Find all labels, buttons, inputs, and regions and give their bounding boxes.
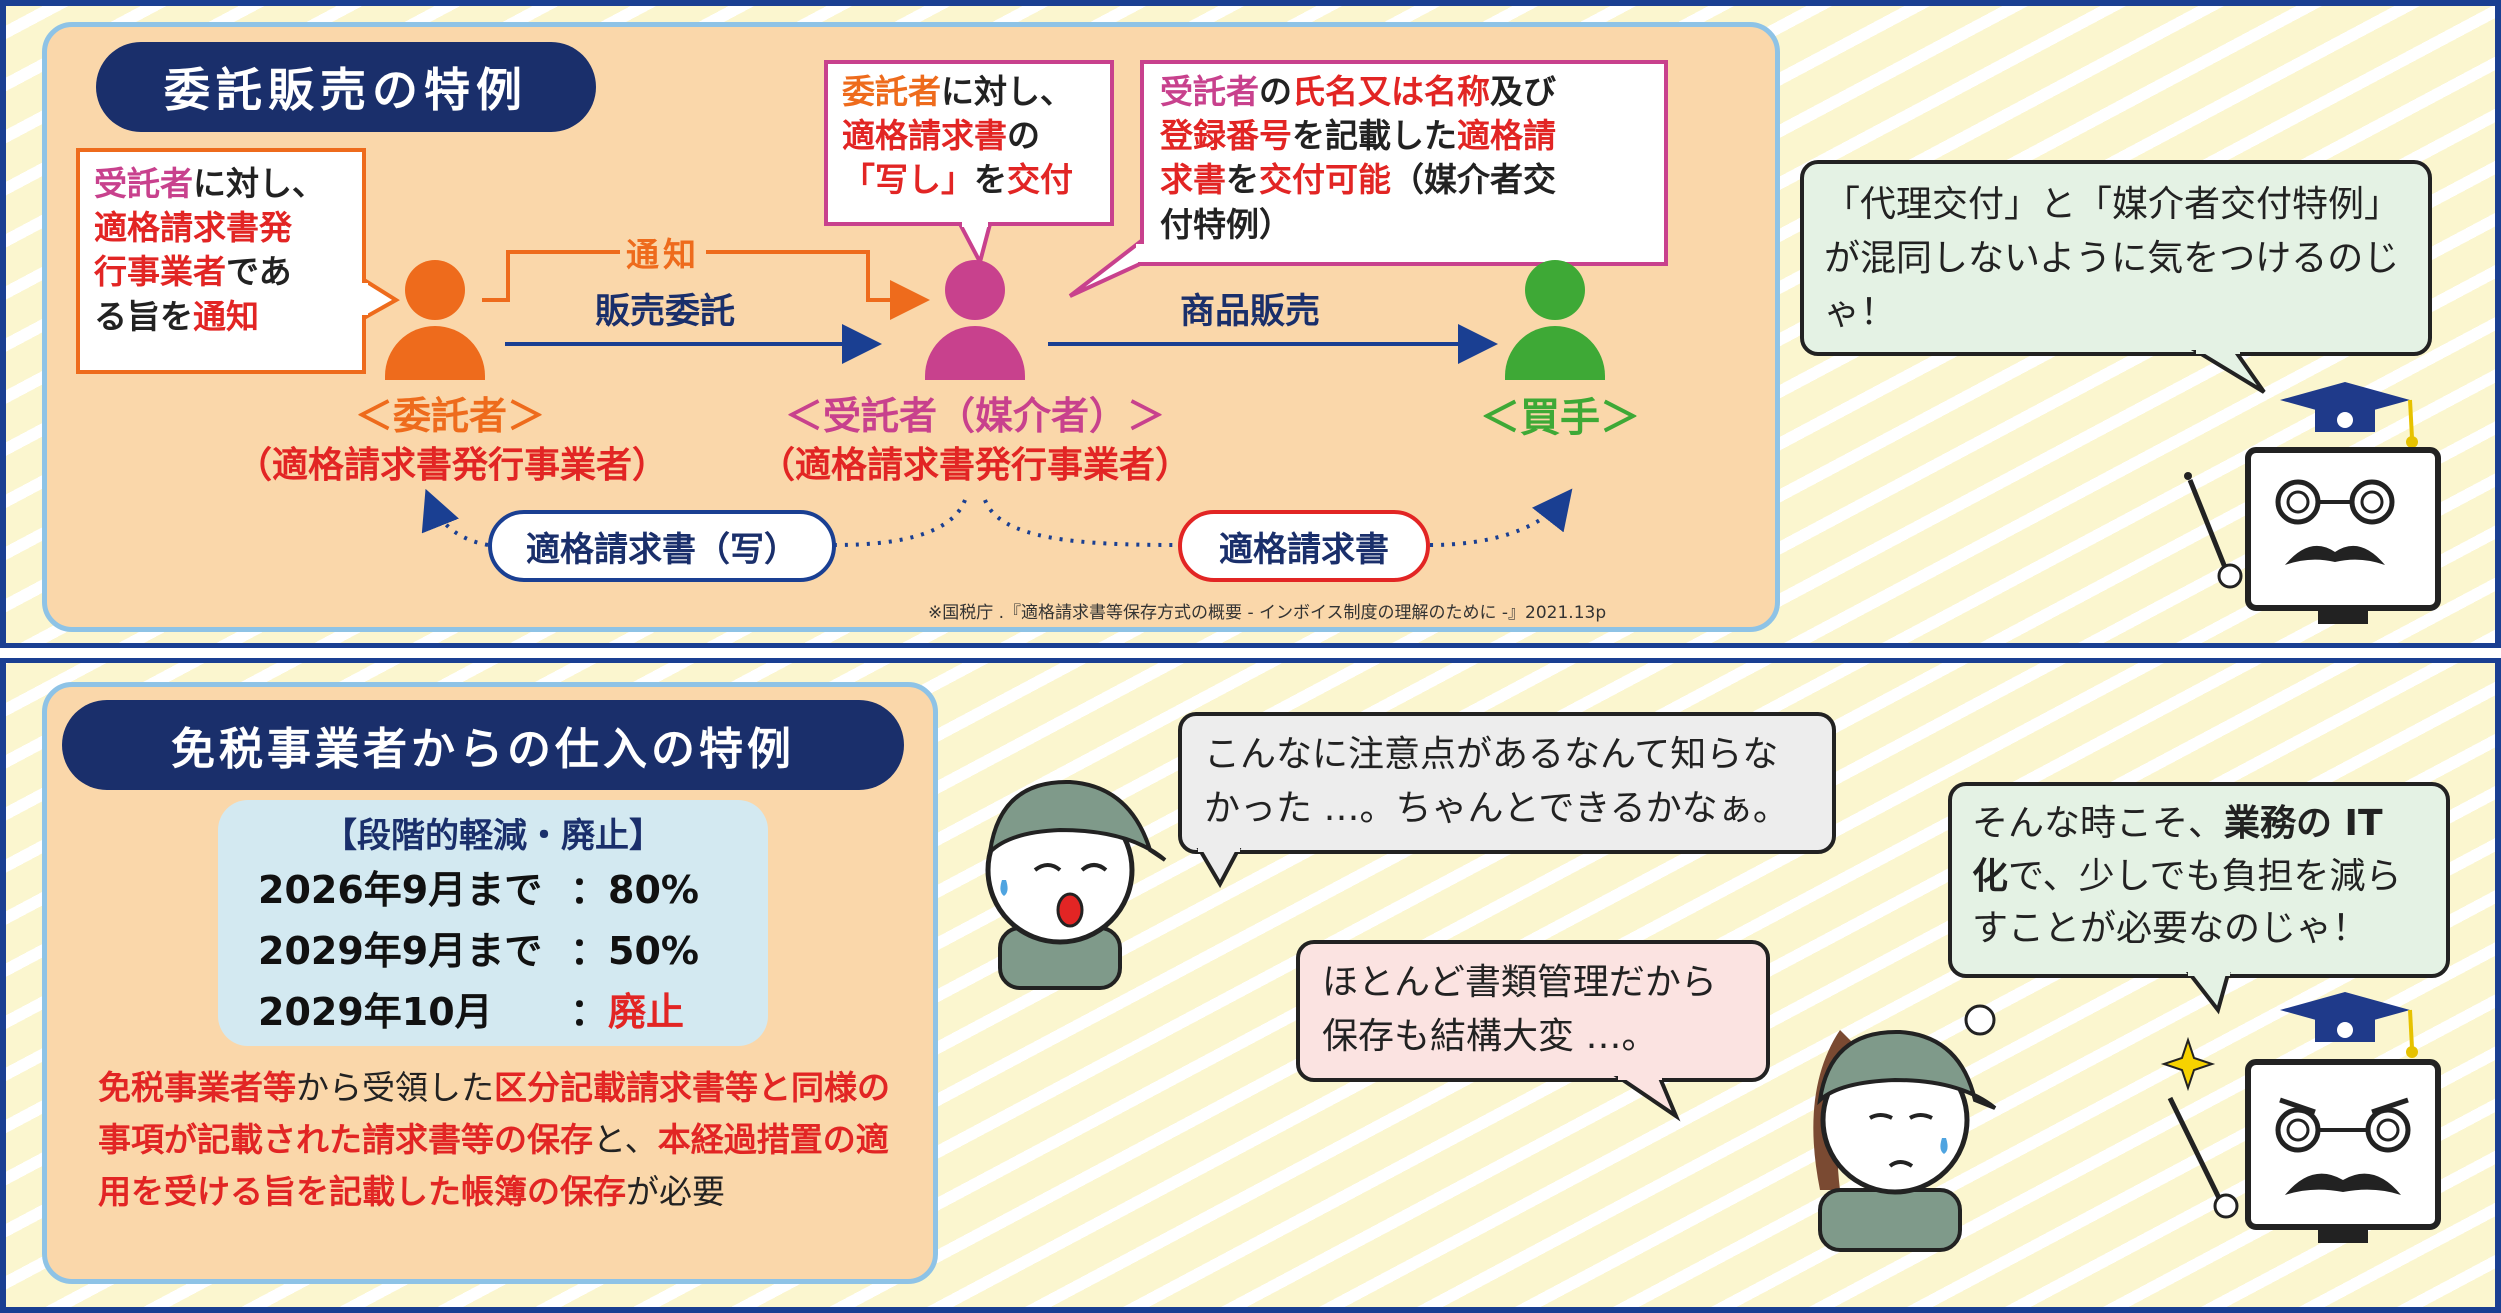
worker-speech-2: ほとんど書類管理だから保存も結構大変 …。 <box>1296 940 1770 1082</box>
professor-character-bottom <box>2160 992 2441 1243</box>
consignment-title: 委託販売の特例 <box>96 42 596 132</box>
note-notify: 通知 <box>193 296 259 336</box>
note-invoice: 適格請求書 <box>842 116 1007 156</box>
professor-character-top <box>2184 382 2441 624</box>
speech-text: ほとんど書類管理だから保存も結構大変 …。 <box>1322 962 1717 1057</box>
invoice-copy-pill: 適格請求書（写） <box>488 510 836 582</box>
schedule-period: 2029年10月 <box>258 990 493 1034</box>
speech-text: そんな時こそ、 <box>1972 803 2225 844</box>
schedule-period: 2029年9月まで <box>258 929 543 973</box>
arrow-label-consign: 販売委託 <box>595 292 736 332</box>
note-text: 付特例） <box>1160 204 1292 244</box>
body-emph: 免税事業者等 <box>98 1068 296 1107</box>
speech-text: で、少しでも負担を減らすことが必要なのじゃ！ <box>1972 855 2402 950</box>
exempt-body-text: 免税事業者等から受領した区分記載請求書等と同様の事項が記載された請求書等の保存と… <box>98 1062 898 1218</box>
body-text: と、 <box>593 1120 658 1159</box>
professor-speech-top: 「代理交付」と「媒介者交付特例」が混同しないように気をつけるのじゃ！ <box>1800 160 2432 356</box>
note-consignor: 委託者 <box>842 72 941 111</box>
worker-speech-1: こんなに注意点があるなんて知らなかった …。ちゃんとできるかなぁ。 <box>1178 712 1836 854</box>
note-reg-number: 登録番号 <box>1160 116 1292 156</box>
schedule-value: 50% <box>608 929 699 973</box>
consignor-note-box: 受託者に対し、 適格請求書発 行事業者であ る旨を通知 <box>76 148 366 374</box>
consignor-label: ＜委託者＞ <box>354 394 545 438</box>
note-issuer: 行事業者 <box>94 252 226 292</box>
speech-text: こんなに注意点があるなんて知らなかった …。ちゃんとできるかなぁ。 <box>1204 734 1789 829</box>
arrow-label-notice: 通知 <box>620 228 706 276</box>
note-text: を記載した <box>1292 116 1457 156</box>
intermediary-note-box: 受託者の氏名又は名称及び 登録番号を記載した適格請 求書を交付可能（媒介者交 付… <box>1140 60 1668 266</box>
schedule-value-abolished: 廃止 <box>608 990 685 1034</box>
speech-text: 「代理交付」と「媒介者交付特例」が混同しないように気をつけるのじゃ！ <box>1824 184 2401 333</box>
schedule-row: 2029年9月まで ：50% <box>258 921 699 982</box>
speech-emph: 業務の IT 化 <box>1972 803 2383 897</box>
consignor-sublabel: （適格請求書発行事業者） <box>235 445 668 486</box>
note-text: であ <box>226 252 292 292</box>
exempt-title: 免税事業者からの仕入の特例 <box>62 700 904 790</box>
note-consignee: 受託者 <box>94 164 193 203</box>
note-text: る旨を <box>94 296 193 336</box>
note-deliver: 交付 <box>1007 160 1073 200</box>
invoice-pill: 適格請求書 <box>1178 510 1430 582</box>
note-invoice: 適格請 <box>1457 116 1556 156</box>
professor-speech-bottom: そんな時こそ、業務の IT 化で、少しでも負担を減らすことが必要なのじゃ！ <box>1948 782 2450 978</box>
note-text: に対し、 <box>193 164 325 203</box>
schedule-heading: 【段階的軽減・廃止】 <box>323 816 663 856</box>
note-deliverable: 交付可能 <box>1259 160 1391 200</box>
schedule-value: 80% <box>608 868 699 912</box>
consignee-label: ＜受託者（媒介者）＞ <box>784 394 1165 438</box>
note-text: （媒介者交 <box>1391 160 1556 200</box>
buyer-label: ＜買手＞ <box>1480 395 1640 441</box>
consignee-note-box: 委託者に対し、 適格請求書の 「写し」を交付 <box>824 60 1114 226</box>
note-text: の <box>1007 116 1040 156</box>
source-note: ※国税庁 .『適格請求書等保存方式の概要 - インボイス制度の理解のために -』… <box>928 603 1607 623</box>
note-copy: 「写し」 <box>842 160 974 200</box>
arrow-label-sale: 商品販売 <box>1180 292 1321 332</box>
schedule-box <box>218 800 768 1046</box>
schedule-rows: 2026年9月まで：80% 2029年9月まで：50% 2029年10月：廃止 <box>258 860 699 1043</box>
section-divider <box>0 643 2501 663</box>
consignor-person-icon <box>385 260 485 380</box>
note-text: を <box>974 160 1007 200</box>
worker-character-2 <box>1813 1004 1997 1252</box>
note-text: を <box>1226 160 1259 200</box>
speech-tail-top <box>2190 350 2266 394</box>
note-text: 及び <box>1490 72 1556 111</box>
consignee-sublabel: （適格請求書発行事業者） <box>758 445 1191 486</box>
schedule-row: 2029年10月 ：廃止 <box>258 982 699 1043</box>
note-text: に対し、 <box>941 72 1073 111</box>
body-emph: 本経過措置の適用を受ける旨を記載した帳簿の保存 <box>98 1120 889 1211</box>
worker-character-1 <box>985 779 1167 990</box>
note-invoice-issuer: 適格請求書発 <box>94 208 292 248</box>
consignee-person-icon <box>925 260 1025 380</box>
note-text: の <box>1259 72 1292 111</box>
schedule-sep: ： <box>570 868 609 912</box>
box-tails <box>358 218 1146 322</box>
body-text: が必要 <box>626 1172 725 1211</box>
body-text: から受領した <box>296 1068 494 1107</box>
schedule-sep: ： <box>570 990 609 1034</box>
note-invoice: 求書 <box>1160 160 1226 200</box>
buyer-person-icon <box>1505 260 1605 380</box>
schedule-row: 2026年9月まで ：80% <box>258 860 699 921</box>
note-consignee: 受託者 <box>1160 72 1259 111</box>
body-emph: 区分記載請求書等と同様の事項が記載された請求書等の保存 <box>98 1068 890 1159</box>
schedule-sep: ： <box>570 929 609 973</box>
schedule-period: 2026年9月まで <box>258 868 543 912</box>
note-name: 氏名又は名称 <box>1292 72 1490 111</box>
